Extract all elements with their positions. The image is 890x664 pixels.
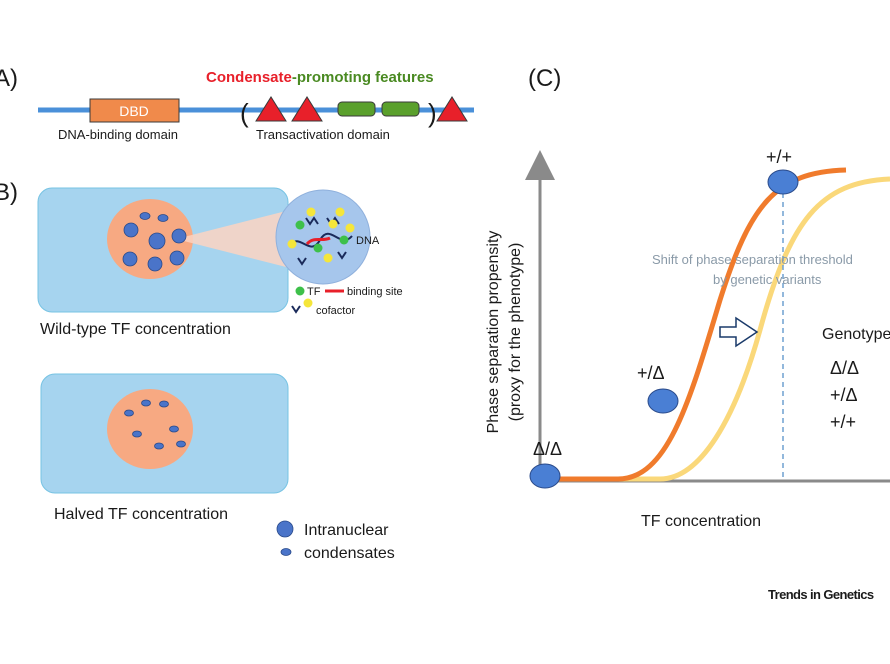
condensate [147, 256, 163, 272]
point-wild-type [767, 169, 799, 195]
heading-promoting: -promoting features [292, 69, 434, 86]
legend-condensates-line1: Intranuclear [304, 522, 389, 539]
cofactor-dot [335, 207, 345, 217]
binding-site-legend-label: binding site [347, 286, 403, 298]
zoom-cone [176, 210, 290, 268]
cofactor-dot [287, 239, 297, 249]
curve-shifted [545, 176, 890, 482]
tf-legend-label: TF [307, 286, 321, 298]
point-homozygous-deletion [529, 463, 561, 489]
tf-dot [339, 235, 349, 245]
condensates-halved [124, 399, 186, 450]
condensate [148, 232, 166, 250]
journal-credit: Trends in Genetics [768, 587, 874, 602]
heading-condensate: Condensate [206, 69, 292, 86]
dbd-label: DBD [119, 103, 149, 119]
genotype-title: Genotype [822, 326, 890, 343]
shift-annotation-line1: Shift of phase separation threshold [652, 252, 853, 267]
dbd-box [89, 98, 180, 123]
curve-wild-type [545, 167, 847, 482]
condensates-wild-type [122, 212, 187, 272]
cofactor-squiggle [305, 216, 319, 226]
wild-type-cell: Wild-type TF concentration [37, 187, 290, 338]
tf-legend-dot [295, 286, 305, 296]
condensate [122, 251, 138, 267]
point-heterozygous [647, 388, 679, 414]
cofactor-squiggle [297, 257, 307, 266]
phase-plot: Δ/Δ +/Δ +/+ Shift of phase separation th… [485, 147, 890, 530]
cofactor-squiggle [337, 251, 347, 260]
condensate [169, 425, 179, 433]
panel-a-label: A) [0, 65, 18, 92]
tf-dot [295, 220, 305, 230]
cofactor-dot [328, 219, 338, 229]
cofactor-legend-squiggle [291, 305, 301, 314]
condensate [157, 214, 169, 222]
cofactor-dot [323, 253, 333, 263]
panel-b-label: B) [0, 179, 18, 206]
condensate [169, 250, 185, 266]
shift-arrow [719, 316, 759, 348]
panel-c-label: (C) [528, 65, 561, 92]
condensate-legend-large [276, 520, 294, 538]
point-label-homozygous: Δ/Δ [533, 439, 562, 459]
cofactor-legend-dot [303, 298, 313, 308]
x-axis-label: TF concentration [641, 513, 761, 530]
legend-condensates-line2: condensates [304, 545, 395, 562]
y-axis-label-line2: (proxy for the phenotype) [507, 243, 524, 422]
wild-type-label: Wild-type TF concentration [40, 321, 231, 338]
cofactor-dot [306, 207, 316, 217]
inset-legend: TF binding site cofactor [291, 286, 403, 317]
halved-label: Halved TF concentration [54, 506, 228, 523]
point-label-wild-type: +/+ [766, 147, 792, 167]
dna-label: DNA [356, 235, 380, 247]
condensate-legend: Intranuclear condensates [276, 520, 395, 562]
triangle-1 [255, 96, 287, 122]
condensate [139, 212, 151, 220]
dna-binding-domain-label: DNA-binding domain [58, 127, 178, 142]
binding-site-mark [305, 236, 331, 246]
condensate [141, 399, 151, 407]
genotype-heterozygous: +/Δ [830, 385, 858, 405]
condensate [124, 409, 134, 417]
shift-annotation-line2: by genetic variants [713, 272, 822, 287]
halved-cell: Halved TF concentration [40, 373, 289, 523]
green-box-1 [337, 101, 376, 117]
tf-dot [313, 243, 323, 253]
condensate [154, 442, 164, 450]
cofactor-legend-label: cofactor [316, 305, 355, 317]
zoom-inset: DNA [275, 189, 380, 285]
triangle-2 [291, 96, 323, 122]
genotype-wild-type: +/+ [830, 412, 856, 432]
green-box-2 [381, 101, 420, 117]
cofactor-dot [345, 223, 355, 233]
triangle-3 [436, 96, 468, 122]
condensate [171, 228, 187, 244]
genotype-homozygous: Δ/Δ [830, 358, 859, 378]
point-label-heterozygous: +/Δ [637, 363, 665, 383]
y-axis-label-line1: Phase separation propensity [485, 231, 502, 434]
condensate [159, 400, 169, 408]
condensate [123, 222, 139, 238]
open-paren: ( [240, 98, 249, 128]
features-heading: Condensate-promoting features [206, 69, 434, 86]
nucleus-halved [107, 389, 193, 469]
transactivation-domain-label: Transactivation domain [256, 127, 390, 142]
condensate-legend-small [280, 548, 292, 556]
condensate [132, 430, 142, 438]
condensate [176, 440, 186, 448]
close-paren: ) [428, 98, 437, 128]
domain-diagram: Condensate-promoting features DBD DNA-bi… [38, 69, 474, 142]
